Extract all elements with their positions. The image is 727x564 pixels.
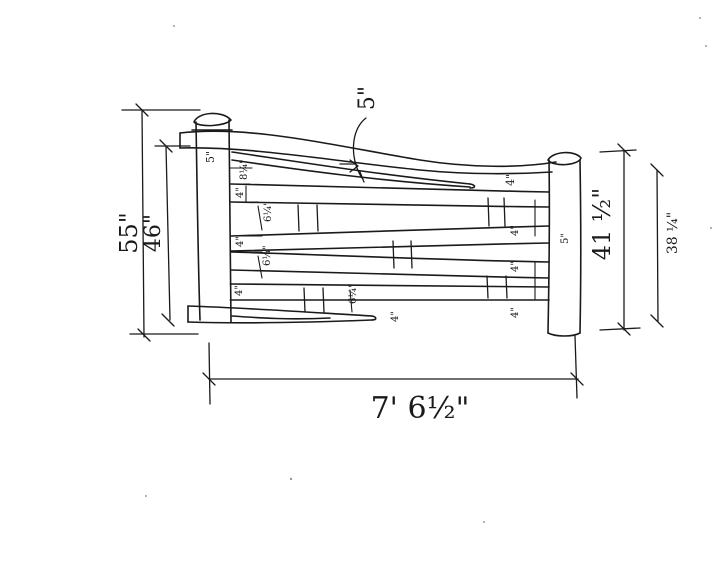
right-post [547, 151, 582, 337]
left-spacing-ticks [229, 167, 536, 313]
dim-55-line [141, 109, 145, 338]
paper-specks [145, 17, 712, 523]
callout-5-leader [352, 117, 367, 179]
left-post [191, 112, 233, 323]
spacing-labels: 5" 8¼" 4" 6¼" 4" 6¼" 4" 6¼" 4" 4" 4" 4" … [204, 151, 571, 322]
label-right-r4: 4" [510, 307, 521, 318]
label-gap-b: 6¼" [262, 245, 273, 266]
label-gap-c: 6¼" [348, 283, 359, 304]
label-rail-c: 4" [234, 285, 245, 296]
label-right-r1: 4" [504, 174, 517, 186]
dim-38-line [656, 169, 659, 322]
batten-marks [297, 197, 508, 313]
rail-3 [230, 251, 550, 279]
label-right-post-height: 41 ½" [588, 188, 616, 260]
label-body-height: 46" [141, 214, 166, 252]
dim-46-line [165, 145, 171, 321]
rail-1 [230, 183, 550, 208]
label-right-post: 5" [560, 233, 571, 244]
rail-2 [230, 225, 550, 252]
label-right-r2: 4" [510, 225, 521, 236]
label-top-post: 5" [204, 151, 217, 163]
label-rail-b: 4" [235, 236, 246, 247]
label-overall-width: 7' 6½" [371, 391, 470, 426]
dimension-labels: 55" 46" 7' 6½" 41 ½" 38 ¼" 5" [115, 86, 681, 426]
label-bottom: 4" [390, 311, 401, 322]
label-gap-a: 6¼" [263, 201, 274, 222]
label-right-post-inner: 38 ¼" [665, 212, 681, 254]
label-top-callout: 5" [355, 86, 380, 110]
dimension-lines [121, 103, 664, 405]
rail-4 [230, 283, 550, 301]
label-right-r3: 4" [510, 261, 521, 272]
label-rail-a: 4" [235, 187, 246, 198]
top-brace [231, 151, 476, 189]
bottom-rail [187, 305, 377, 324]
gate-drawing [179, 112, 582, 337]
label-top-gap: 8¼" [239, 159, 250, 180]
label-overall-height: 55" [115, 212, 143, 254]
